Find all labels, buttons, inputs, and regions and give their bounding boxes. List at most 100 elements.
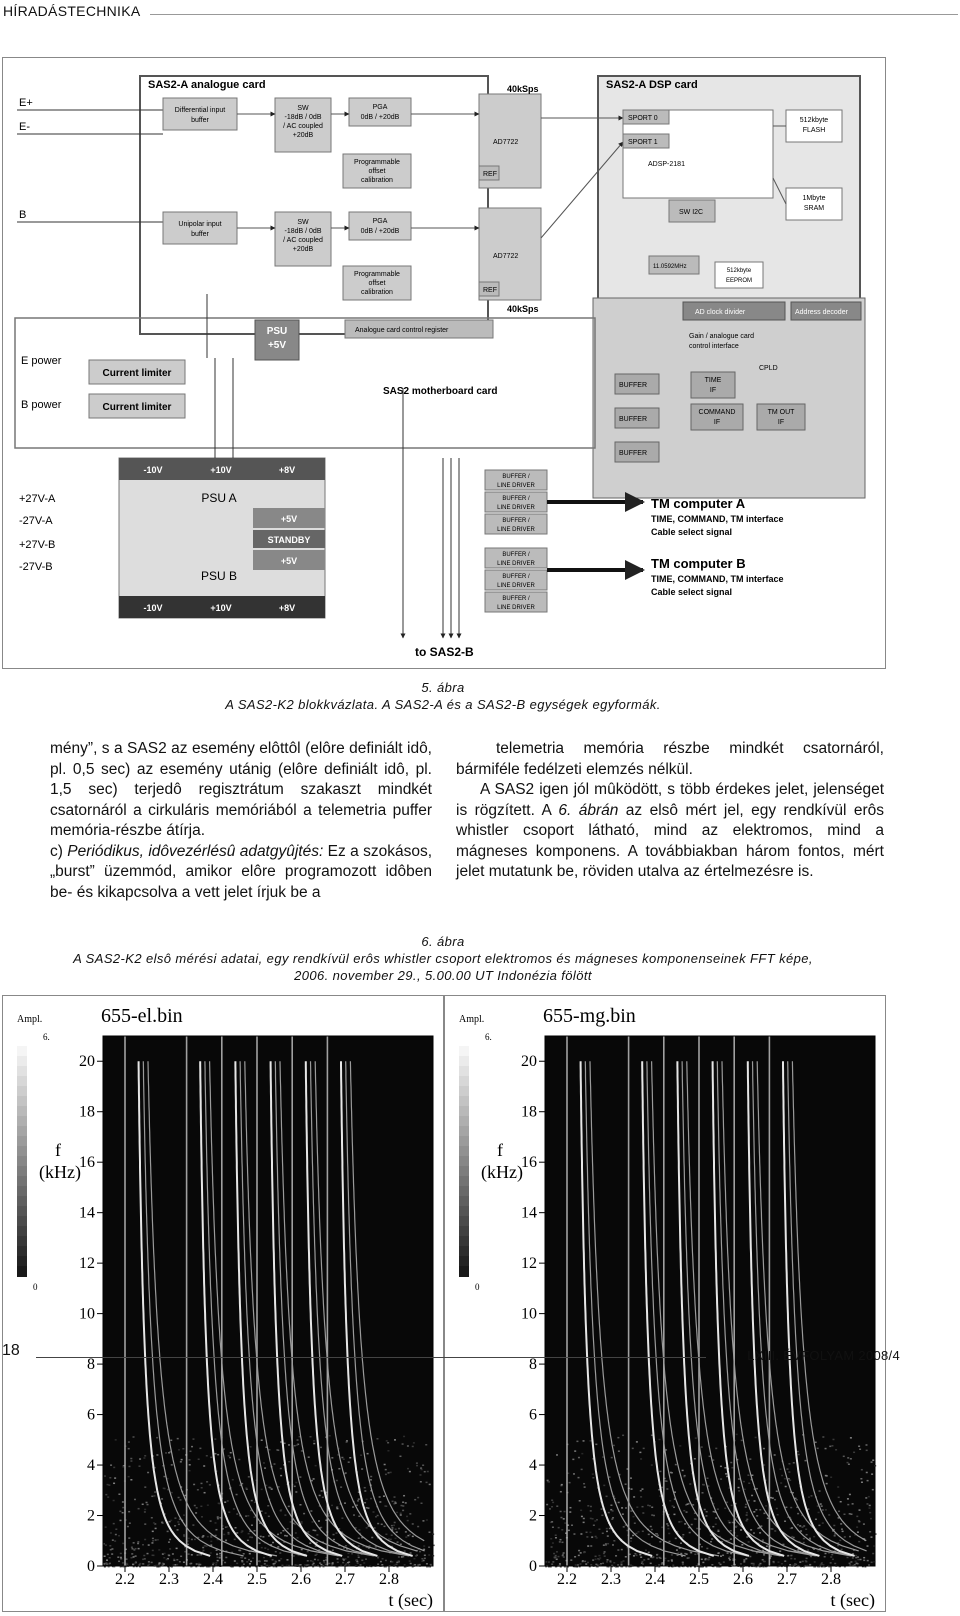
noise-speckle xyxy=(711,1538,714,1540)
noise-speckle xyxy=(589,1517,592,1520)
noise-speckle xyxy=(735,1433,738,1436)
noise-speckle xyxy=(247,1476,250,1478)
noise-speckle xyxy=(384,1559,387,1562)
noise-speckle xyxy=(150,1561,153,1564)
colorbar-swatch xyxy=(17,1226,27,1237)
noise-speckle xyxy=(589,1531,592,1534)
noise-speckle xyxy=(328,1562,331,1565)
noise-speckle xyxy=(103,1555,106,1558)
noise-speckle xyxy=(717,1530,720,1532)
svg-text:BUFFER /: BUFFER / xyxy=(502,596,530,602)
noise-speckle xyxy=(560,1516,563,1519)
noise-speckle xyxy=(685,1553,688,1555)
noise-speckle xyxy=(273,1463,276,1465)
noise-speckle xyxy=(742,1480,745,1483)
noise-speckle xyxy=(299,1476,302,1478)
noise-speckle xyxy=(652,1514,655,1517)
noise-speckle xyxy=(206,1535,209,1538)
noise-speckle xyxy=(347,1552,350,1555)
noise-speckle xyxy=(300,1521,303,1523)
noise-speckle xyxy=(143,1558,146,1560)
noise-speckle xyxy=(216,1517,219,1520)
noise-speckle xyxy=(344,1545,347,1547)
noise-speckle xyxy=(202,1546,205,1549)
left-column-text: mény”, s a SAS2 az esemény elôttôl (elôr… xyxy=(50,739,432,903)
noise-speckle xyxy=(643,1559,646,1561)
noise-speckle xyxy=(147,1561,150,1563)
noise-speckle xyxy=(780,1562,783,1565)
noise-speckle xyxy=(414,1564,417,1566)
noise-speckle xyxy=(858,1540,861,1543)
noise-speckle xyxy=(318,1494,321,1497)
noise-speckle xyxy=(394,1528,397,1531)
noise-speckle xyxy=(399,1514,402,1516)
y-tick-label: 20 xyxy=(521,1053,537,1070)
noise-speckle xyxy=(312,1562,315,1565)
noise-speckle xyxy=(759,1562,762,1565)
noise-speckle xyxy=(146,1503,149,1506)
noise-speckle xyxy=(634,1552,637,1555)
noise-speckle xyxy=(412,1442,415,1444)
svg-text:REF: REF xyxy=(483,287,497,294)
noise-speckle xyxy=(200,1486,203,1489)
y-tick-label: 8 xyxy=(529,1356,537,1373)
svg-text:buffer: buffer xyxy=(191,231,209,238)
noise-speckle xyxy=(423,1470,426,1473)
noise-speckle xyxy=(554,1534,557,1536)
noise-speckle xyxy=(381,1557,384,1560)
noise-speckle xyxy=(579,1552,582,1554)
noise-speckle xyxy=(303,1512,306,1515)
noise-speckle xyxy=(312,1529,315,1531)
noise-speckle xyxy=(226,1500,229,1502)
noise-speckle xyxy=(807,1549,810,1551)
noise-speckle xyxy=(745,1520,748,1522)
noise-speckle xyxy=(205,1455,208,1457)
noise-speckle xyxy=(264,1512,267,1514)
noise-speckle xyxy=(419,1481,422,1483)
noise-speckle xyxy=(802,1537,805,1540)
noise-speckle xyxy=(550,1538,553,1540)
noise-speckle xyxy=(591,1518,594,1520)
noise-speckle xyxy=(408,1560,411,1562)
noise-speckle xyxy=(176,1529,179,1531)
noise-speckle xyxy=(835,1449,838,1451)
noise-speckle xyxy=(607,1542,610,1545)
noise-speckle xyxy=(784,1560,787,1562)
noise-speckle xyxy=(730,1552,733,1555)
noise-speckle xyxy=(118,1534,121,1537)
noise-speckle xyxy=(406,1445,409,1447)
noise-speckle xyxy=(215,1528,218,1531)
noise-speckle xyxy=(559,1490,562,1493)
noise-speckle xyxy=(383,1463,386,1466)
diff-buffer-label-2: buffer xyxy=(191,117,209,124)
noise-speckle xyxy=(418,1550,421,1553)
noise-speckle xyxy=(134,1562,137,1564)
noise-speckle xyxy=(856,1531,859,1533)
noise-speckle xyxy=(747,1541,750,1543)
noise-speckle xyxy=(276,1449,279,1451)
x-tick-label: 2.5 xyxy=(247,1571,267,1588)
noise-speckle xyxy=(267,1515,270,1518)
noise-speckle xyxy=(620,1548,623,1551)
noise-speckle xyxy=(580,1509,583,1512)
colorbar-swatch xyxy=(459,1236,469,1247)
noise-speckle xyxy=(139,1458,142,1460)
y-axis-label: f xyxy=(497,1140,503,1160)
noise-speckle xyxy=(667,1524,670,1527)
noise-speckle xyxy=(387,1538,390,1540)
noise-speckle xyxy=(559,1538,562,1541)
noise-speckle xyxy=(632,1515,635,1518)
x-axis-label: t (sec) xyxy=(389,1590,433,1611)
noise-speckle xyxy=(141,1503,144,1506)
noise-speckle xyxy=(755,1508,758,1511)
noise-speckle xyxy=(119,1510,122,1513)
noise-speckle xyxy=(727,1539,730,1542)
noise-speckle xyxy=(807,1508,810,1510)
noise-speckle xyxy=(829,1445,832,1448)
noise-speckle xyxy=(830,1556,833,1558)
noise-speckle xyxy=(666,1523,669,1525)
noise-speckle xyxy=(678,1521,681,1523)
noise-speckle xyxy=(581,1452,584,1455)
issue-label: LXIII. ÉVFOLYAM 2008/4 xyxy=(747,1348,900,1363)
